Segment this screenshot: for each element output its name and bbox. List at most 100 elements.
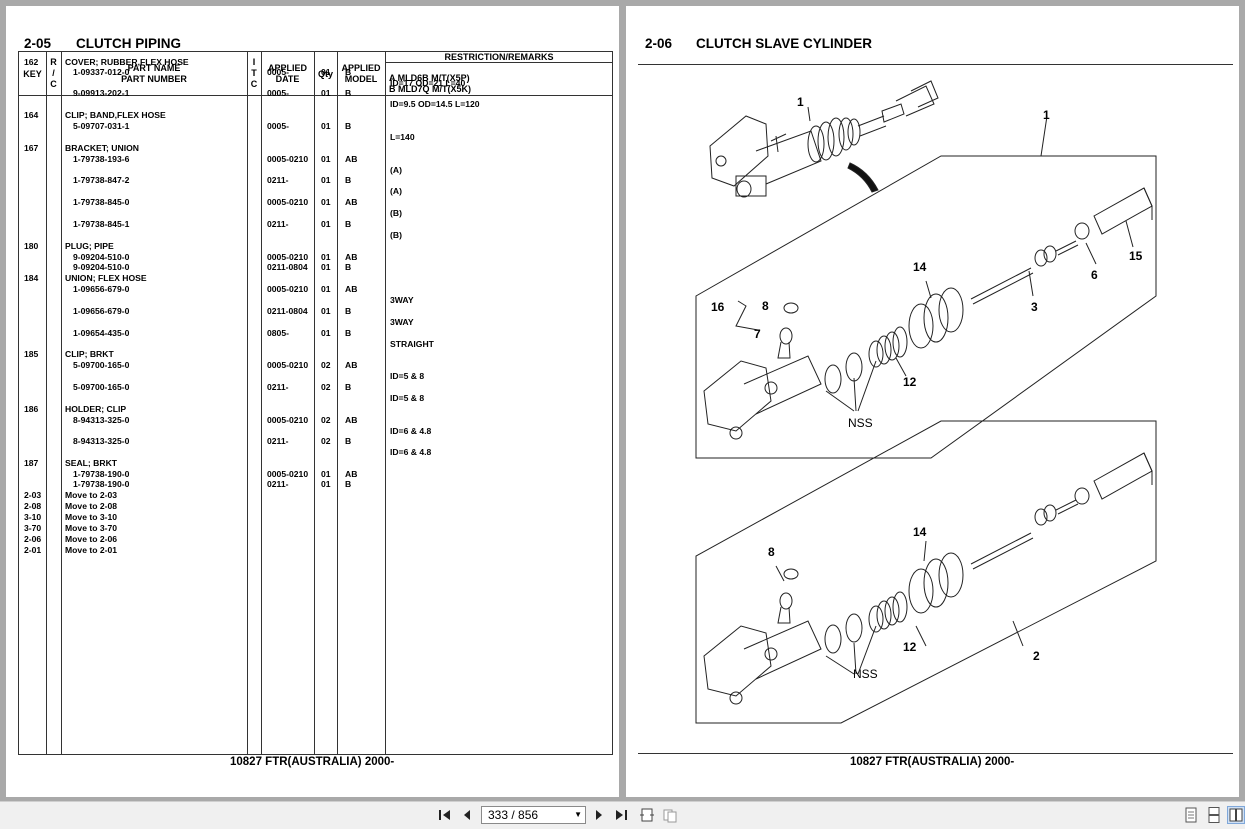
row-part-name: CLIP; BAND,FLEX HOSE bbox=[65, 110, 166, 120]
row-applied-model: AB bbox=[345, 154, 358, 164]
callout-15: 15 bbox=[1129, 249, 1143, 263]
row-applied-date: 0805- bbox=[267, 328, 289, 338]
row-qty: 02 bbox=[321, 436, 331, 446]
row-remarks: (B) bbox=[390, 208, 402, 218]
row-applied-model: AB bbox=[345, 252, 358, 262]
fit-width-icon[interactable] bbox=[638, 806, 656, 824]
row-key: 185 bbox=[24, 349, 39, 359]
row-key: 180 bbox=[24, 241, 39, 251]
col-rc-2: / bbox=[52, 68, 55, 78]
row-remarks: L=140 bbox=[390, 132, 415, 142]
row-remarks: 3WAY bbox=[390, 295, 414, 305]
row-applied-model: B bbox=[345, 479, 352, 489]
row-key: 186 bbox=[24, 404, 39, 414]
row-qty: 01 bbox=[321, 328, 331, 338]
row-part-number: 1-79738-193-6 bbox=[73, 154, 130, 164]
two-page-icon[interactable] bbox=[1227, 806, 1245, 824]
row-part-number: 5-09707-031-1 bbox=[73, 121, 130, 131]
row-part-name: Move to 2-01 bbox=[65, 545, 118, 555]
next-page-icon[interactable] bbox=[590, 806, 608, 824]
row-key: 2-01 bbox=[24, 545, 42, 555]
row-remarks: ID=17 OD=21 L=40 bbox=[390, 78, 466, 88]
row-applied-model: AB bbox=[345, 415, 358, 425]
single-page-icon[interactable] bbox=[1182, 806, 1200, 824]
row-key: 187 bbox=[24, 458, 39, 468]
row-qty: 01 bbox=[321, 262, 331, 272]
fit-page-icon[interactable] bbox=[661, 806, 679, 824]
prev-page-icon[interactable] bbox=[458, 806, 476, 824]
last-page-icon[interactable] bbox=[612, 806, 630, 824]
col-rc-1: R bbox=[50, 57, 57, 67]
row-qty: 02 bbox=[321, 382, 331, 392]
row-part-name: UNION; FLEX HOSE bbox=[65, 273, 147, 283]
row-applied-model: B bbox=[345, 306, 352, 316]
callout-1b: 1 bbox=[1043, 108, 1050, 122]
row-applied-model: B bbox=[345, 328, 352, 338]
col-applied-model-1: APPLIED bbox=[341, 63, 381, 73]
row-key: 164 bbox=[24, 110, 39, 120]
row-qty: 01 bbox=[321, 88, 331, 98]
row-applied-date: 0005-0210 bbox=[267, 469, 309, 479]
row-qty: 01 bbox=[321, 252, 331, 262]
row-remarks: 3WAY bbox=[390, 317, 414, 327]
page-dropdown-icon[interactable]: ▼ bbox=[574, 810, 582, 819]
row-applied-date: 0005- bbox=[267, 88, 289, 98]
row-part-name: HOLDER; CLIP bbox=[65, 404, 127, 414]
col-part-name: PART NAME bbox=[127, 63, 181, 73]
row-key: 162 bbox=[24, 57, 39, 67]
callout-7: 7 bbox=[754, 327, 761, 341]
row-applied-model: B bbox=[345, 121, 352, 131]
row-part-name: SEAL; BRKT bbox=[65, 458, 118, 468]
row-key: 3-70 bbox=[24, 523, 42, 533]
col-applied-date-1: APPLIED bbox=[267, 63, 307, 73]
parts-table: KEY R / C PART NAME PART NUMBER I T C AP… bbox=[18, 51, 613, 755]
row-part-number: 1-09337-012-0 bbox=[73, 67, 130, 77]
left-page: 2-05 CLUTCH PIPING KEY R / C PART NAME P… bbox=[6, 6, 619, 797]
row-applied-date: 0005- bbox=[267, 67, 289, 77]
row-part-number: 9-09204-510-0 bbox=[73, 262, 130, 272]
col-itc-2: T bbox=[251, 68, 257, 78]
row-qty: 01 bbox=[321, 175, 331, 185]
row-applied-model: B bbox=[345, 88, 352, 98]
row-applied-date: 0005-0210 bbox=[267, 360, 309, 370]
callout-3: 3 bbox=[1031, 300, 1038, 314]
row-key: 167 bbox=[24, 143, 39, 153]
row-part-number: 8-94313-325-0 bbox=[73, 436, 130, 446]
row-applied-date: 0211- bbox=[267, 436, 289, 446]
section-title: CLUTCH SLAVE CYLINDER bbox=[696, 36, 873, 51]
row-part-number: 1-09656-679-0 bbox=[73, 306, 130, 316]
row-applied-model: B bbox=[345, 219, 352, 229]
row-qty: 01 bbox=[321, 67, 331, 77]
section-number: 2-05 bbox=[24, 36, 52, 51]
row-part-name: Move to 3-10 bbox=[65, 512, 118, 522]
row-remarks: ID=9.5 OD=14.5 L=120 bbox=[390, 99, 480, 109]
row-part-number: 1-79738-845-0 bbox=[73, 197, 130, 207]
row-qty: 01 bbox=[321, 479, 331, 489]
row-part-number: 1-79738-847-2 bbox=[73, 175, 130, 185]
row-qty: 01 bbox=[321, 306, 331, 316]
row-part-name: COVER; RUBBER,FLEX HOSE bbox=[65, 57, 189, 67]
col-rc-3: C bbox=[50, 79, 57, 89]
callout-14a: 14 bbox=[913, 260, 927, 274]
row-qty: 01 bbox=[321, 284, 331, 294]
row-applied-date: 0211-0804 bbox=[267, 306, 308, 316]
row-remarks: (A) bbox=[390, 165, 402, 175]
page-number-input[interactable]: 333 / 856 ▼ bbox=[481, 806, 586, 824]
row-applied-date: 0005-0210 bbox=[267, 252, 309, 262]
assembled-cylinder-drawing bbox=[709, 80, 939, 198]
row-remarks: ID=5 & 8 bbox=[390, 393, 425, 403]
col-applied-model-2: MODEL bbox=[344, 74, 378, 84]
row-applied-model: B bbox=[345, 175, 352, 185]
row-applied-date: 0005-0210 bbox=[267, 415, 309, 425]
row-part-name: Move to 2-06 bbox=[65, 534, 118, 544]
remarks-model-a: A MLD6B M/T(X5P) bbox=[389, 73, 470, 83]
row-part-number: 1-79738-190-0 bbox=[73, 469, 130, 479]
continuous-page-icon[interactable] bbox=[1205, 806, 1223, 824]
row-remarks: ID=6 & 4.8 bbox=[390, 426, 432, 436]
row-applied-model: AB bbox=[345, 469, 358, 479]
row-part-name: PLUG; PIPE bbox=[65, 241, 114, 251]
row-applied-model: AB bbox=[345, 284, 358, 294]
first-page-icon[interactable] bbox=[436, 806, 454, 824]
page-footer: 10827 FTR(AUSTRALIA) 2000- bbox=[850, 756, 1015, 768]
row-applied-date: 0005-0210 bbox=[267, 197, 309, 207]
